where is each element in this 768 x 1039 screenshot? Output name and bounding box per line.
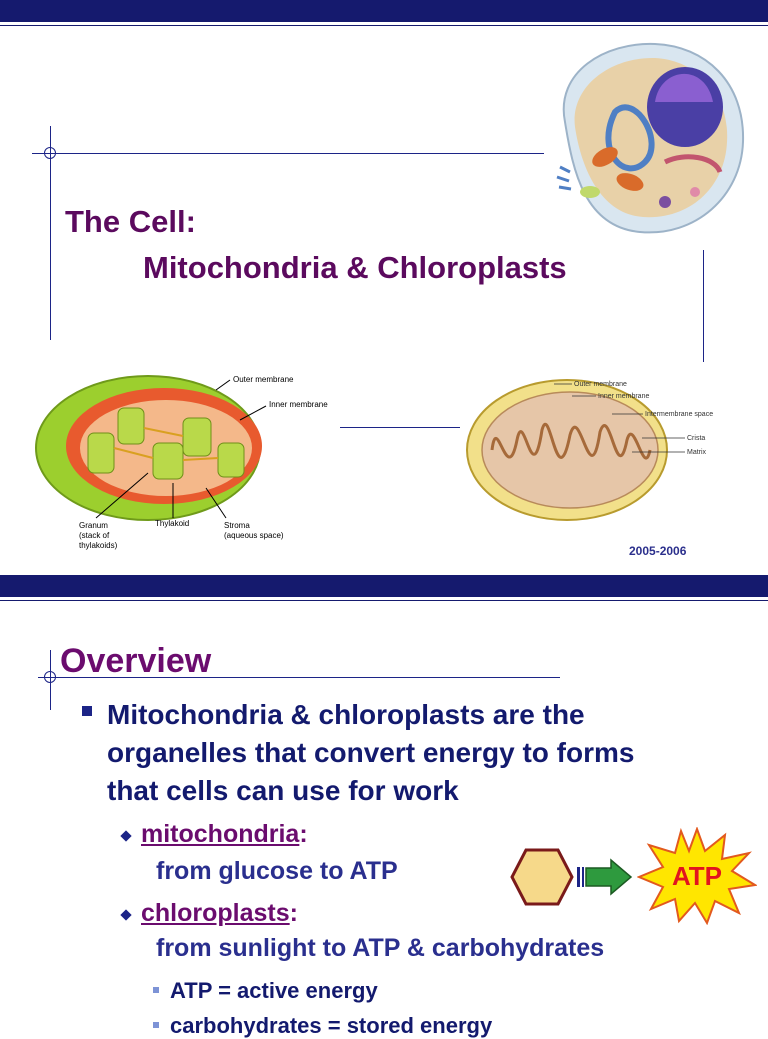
stroma-label-2: (aqueous space)	[224, 531, 284, 540]
mito-intermembrane-label: Intermembrane space	[645, 411, 713, 418]
small-square-bullet-icon	[153, 1022, 159, 1028]
animal-cell-illustration	[556, 42, 745, 234]
slide1-mid-rule	[340, 427, 460, 428]
slide1-title-line2: Mitochondria & Chloroplasts	[143, 250, 567, 285]
main-bullet-line3: that cells can use for work	[107, 775, 459, 806]
sub2-term: chloroplasts	[141, 899, 290, 927]
main-bullet-line2: organelles that convert energy to forms	[107, 737, 635, 768]
top-band	[0, 0, 768, 22]
sub1-term: mitochondria	[141, 820, 300, 848]
mitochondrion-diagram: Outer membrane Inner membrane Intermembr…	[466, 379, 713, 521]
mito-inner-label: Inner membrane	[598, 393, 649, 400]
sub2-term-wrapper: chloroplasts:	[141, 899, 298, 928]
granum-label-2: (stack of	[79, 531, 110, 540]
divider-band-rule	[0, 600, 768, 601]
atp-star-icon: ATP	[637, 827, 757, 925]
sub1-desc: from glucose to ATP	[156, 857, 398, 885]
chloroplast-inner-label: Inner membrane	[269, 400, 328, 409]
mito-crista-label: Crista	[687, 435, 705, 442]
slide1-vertical-rule	[50, 126, 51, 340]
slide1-right-rule	[703, 250, 704, 362]
divider-band	[0, 575, 768, 597]
slide1-crosshair-icon	[44, 147, 56, 159]
chloroplast-diagram: Outer membrane Inner membrane Granum (st…	[35, 375, 328, 550]
thylakoid-label: Thylakoid	[155, 519, 189, 528]
small-square-bullet-icon	[153, 987, 159, 993]
diamond-bullet-icon	[120, 830, 132, 842]
sub3-item2: carbohydrates = stored energy	[170, 1013, 493, 1038]
stroma-label-1: Stroma	[224, 521, 250, 530]
top-band-rule	[0, 25, 768, 26]
granum-label-1: Granum	[79, 521, 108, 530]
sub1-term-wrapper: mitochondria:	[141, 820, 308, 849]
slide2-heading: Overview	[60, 642, 212, 680]
slide1-title-line1: The Cell:	[65, 204, 196, 239]
sub2-desc: from sunlight to ATP & carbohydrates	[156, 934, 605, 962]
slide2-horizontal-rule	[38, 677, 560, 678]
slide1-year: 2005-2006	[629, 544, 687, 558]
sub1-colon: :	[299, 820, 308, 848]
mito-matrix-label: Matrix	[687, 449, 707, 456]
glucose-hexagon-icon	[510, 848, 574, 906]
atp-label: ATP	[672, 861, 722, 891]
chloroplast-outer-label: Outer membrane	[233, 375, 294, 384]
granum-label-3: thylakoids)	[79, 541, 118, 550]
main-bullet-line1: Mitochondria & chloroplasts are the	[107, 699, 585, 730]
slide1-horizontal-rule	[32, 153, 544, 154]
sub2-colon: :	[289, 899, 298, 927]
green-arrow-icon	[577, 858, 633, 896]
sub3-item1: ATP = active energy	[170, 978, 378, 1003]
mito-outer-label: Outer membrane	[574, 381, 627, 388]
main-bullet: Mitochondria & chloroplasts are the orga…	[107, 696, 747, 810]
bullet-square-icon	[82, 706, 92, 716]
diamond-bullet-icon	[120, 909, 132, 921]
slide2-crosshair-icon	[44, 671, 56, 683]
